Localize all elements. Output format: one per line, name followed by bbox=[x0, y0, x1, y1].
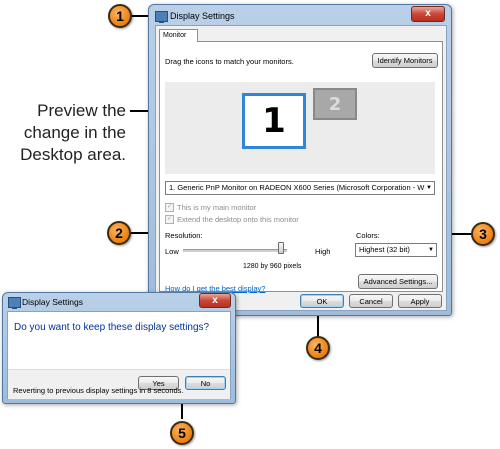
caption-line-3: Desktop area. bbox=[20, 145, 126, 164]
callout-badge-5: 5 bbox=[170, 421, 194, 445]
ok-button[interactable]: OK bbox=[300, 294, 344, 308]
checkbox-icon: ✓ bbox=[165, 203, 174, 212]
close-button[interactable]: x bbox=[411, 6, 445, 22]
revert-countdown-status: Reverting to previous display settings i… bbox=[13, 386, 184, 395]
monitor-icon bbox=[155, 11, 168, 23]
colors-label: Colors: bbox=[356, 231, 380, 240]
caption-text: Preview the change in the Desktop area. bbox=[8, 100, 126, 166]
window-client-area: Monitor Drag the icons to match your mon… bbox=[155, 25, 447, 311]
identify-monitors-button[interactable]: Identify Monitors bbox=[372, 53, 438, 68]
resolution-value: 1280 by 960 pixels bbox=[243, 263, 302, 270]
checkbox-icon: ✓ bbox=[165, 215, 174, 224]
monitor-tab-panel: Drag the icons to match your monitors. I… bbox=[159, 41, 443, 293]
instruction-text: Drag the icons to match your monitors. bbox=[165, 57, 294, 66]
callout-1-line bbox=[131, 15, 151, 17]
extend-desktop-label: Extend the desktop onto this monitor bbox=[177, 215, 299, 224]
callout-badge-2: 2 bbox=[107, 221, 131, 245]
resolution-label: Resolution: bbox=[165, 231, 203, 240]
main-monitor-label: This is my main monitor bbox=[177, 203, 257, 212]
colors-select[interactable]: Highest (32 bit) ▼ bbox=[355, 243, 437, 257]
chevron-down-icon: ▼ bbox=[428, 247, 434, 253]
best-display-help-link[interactable]: How do I get the best display? bbox=[165, 284, 266, 293]
monitor-preview-area: 1 2 bbox=[165, 82, 435, 174]
slider-low-label: Low bbox=[165, 247, 179, 256]
caption-line-1: Preview the bbox=[37, 101, 126, 120]
colors-select-value: Highest (32 bit) bbox=[359, 245, 410, 254]
monitor-icon bbox=[8, 297, 21, 309]
monitor-select-value: 1. Generic PnP Monitor on RADEON X600 Se… bbox=[169, 183, 425, 192]
apply-button[interactable]: Apply bbox=[398, 294, 442, 308]
tab-monitor[interactable]: Monitor bbox=[159, 29, 198, 42]
window-title: Display Settings bbox=[170, 11, 235, 21]
no-button[interactable]: No bbox=[185, 376, 226, 390]
dialog-footer: Yes No bbox=[8, 369, 230, 399]
callout-badge-1: 1 bbox=[108, 4, 132, 28]
caption-line-2: change in the bbox=[23, 123, 126, 142]
cancel-button[interactable]: Cancel bbox=[349, 294, 393, 308]
dialog-title: Display Settings bbox=[22, 297, 83, 307]
callout-3-line bbox=[432, 233, 473, 235]
resolution-slider-thumb[interactable] bbox=[278, 242, 284, 254]
monitor-1-icon[interactable]: 1 bbox=[242, 93, 306, 149]
dialog-question: Do you want to keep these display settin… bbox=[14, 322, 210, 333]
slider-high-label: High bbox=[315, 247, 331, 256]
display-settings-window: Display Settings x Monitor Drag the icon… bbox=[148, 4, 452, 316]
dialog-client-area: Do you want to keep these display settin… bbox=[7, 311, 231, 399]
resolution-slider-track[interactable] bbox=[183, 249, 287, 252]
monitor-select[interactable]: 1. Generic PnP Monitor on RADEON X600 Se… bbox=[165, 181, 435, 195]
yes-button[interactable]: Yes bbox=[138, 376, 179, 390]
advanced-settings-button[interactable]: Advanced Settings... bbox=[358, 274, 438, 289]
monitor-2-icon[interactable]: 2 bbox=[313, 88, 357, 120]
dialog-close-button[interactable]: x bbox=[199, 293, 231, 308]
callout-badge-4: 4 bbox=[306, 336, 330, 360]
keep-settings-dialog: Display Settings x Do you want to keep t… bbox=[2, 292, 236, 404]
callout-4-line bbox=[317, 305, 319, 337]
chevron-down-icon: ▼ bbox=[426, 185, 432, 191]
callout-badge-3: 3 bbox=[471, 222, 495, 246]
extend-desktop-checkbox[interactable]: ✓ Extend the desktop onto this monitor bbox=[165, 215, 299, 224]
main-monitor-checkbox[interactable]: ✓ This is my main monitor bbox=[165, 203, 256, 212]
